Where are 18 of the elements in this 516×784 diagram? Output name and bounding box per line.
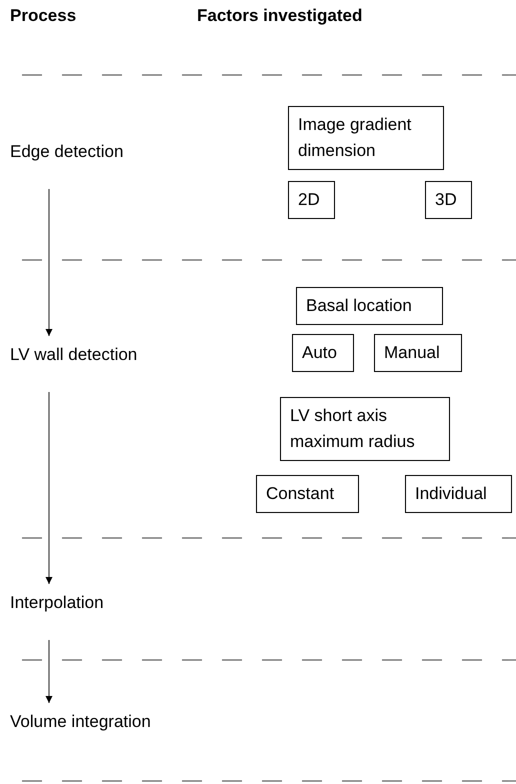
column-heading: Process — [10, 6, 76, 26]
process-step-text: Edge detection — [10, 139, 124, 165]
factor-box: 3D — [425, 181, 472, 219]
factor-box: LV short axis maximum radius — [280, 397, 450, 461]
factor-box: 2D — [288, 181, 335, 219]
factor-box: Image gradient dimension — [288, 106, 444, 170]
arrow — [46, 640, 52, 703]
column-heading: Factors investigated — [197, 6, 362, 26]
process-step-text: Interpolation — [10, 590, 104, 616]
factor-box: Manual — [374, 334, 462, 372]
factor-box: Basal location — [296, 287, 443, 325]
arrow — [46, 189, 52, 336]
factor-box: Constant — [256, 475, 359, 513]
process-step-text: LV wall detection — [10, 342, 138, 368]
arrow — [46, 392, 52, 584]
factor-box: Individual — [405, 475, 512, 513]
factor-box: Auto — [292, 334, 354, 372]
process-step-text: Volume integration — [10, 709, 151, 735]
